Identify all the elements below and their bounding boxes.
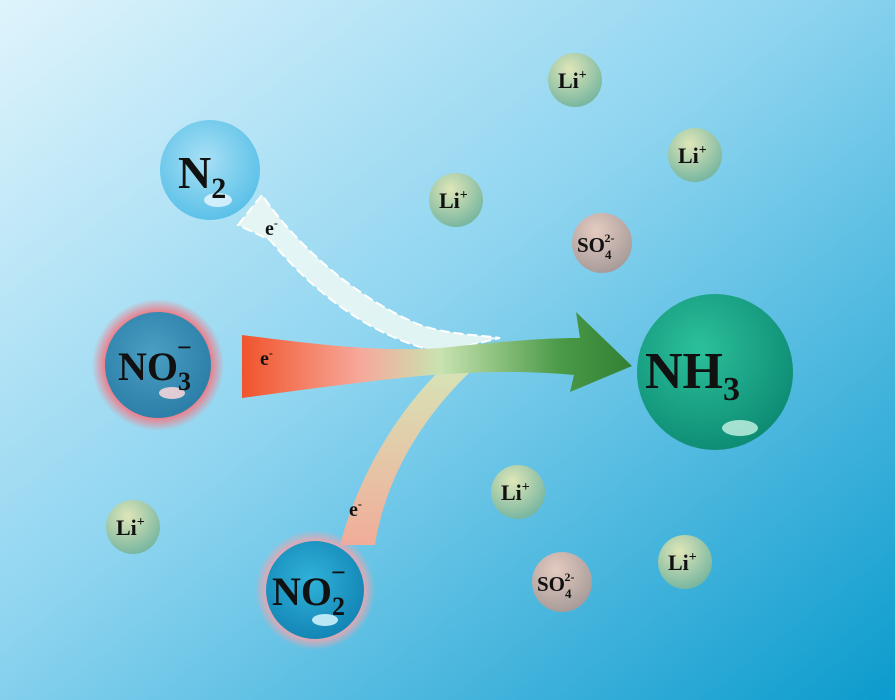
- sulfate-ion: SO42-: [572, 213, 632, 273]
- svg-text:e-: e-: [349, 497, 362, 521]
- svg-text:Li+: Li+: [439, 188, 468, 213]
- svg-text:SO42-: SO42-: [577, 231, 615, 262]
- svg-text:Li+: Li+: [501, 480, 530, 505]
- no2-molecule: NO2−: [255, 530, 375, 650]
- no3-molecule: NO3−: [92, 299, 224, 431]
- svg-text:Li+: Li+: [678, 143, 707, 168]
- nh3-molecule: NH3: [637, 294, 793, 450]
- n2-pathway-arrow: [236, 193, 501, 354]
- li-ion: Li+: [658, 535, 712, 589]
- electron-label-no3: e-: [260, 346, 273, 370]
- n2-molecule: N2: [160, 120, 260, 220]
- svg-text:e-: e-: [265, 216, 278, 240]
- sulfate-ion: SO42-: [532, 552, 592, 612]
- svg-text:Li+: Li+: [116, 515, 145, 540]
- svg-text:e-: e-: [260, 346, 273, 370]
- svg-text:SO42-: SO42-: [537, 570, 575, 601]
- svg-text:Li+: Li+: [668, 550, 697, 575]
- svg-text:N2: N2: [178, 147, 226, 205]
- li-ion: Li+: [668, 128, 722, 182]
- main-reaction-arrow: [242, 312, 632, 398]
- li-ion: Li+: [106, 500, 160, 554]
- li-ion: Li+: [491, 465, 545, 519]
- li-ion: Li+: [429, 173, 483, 227]
- svg-text:Li+: Li+: [558, 68, 587, 93]
- svg-text:NO2−: NO2−: [272, 558, 346, 621]
- svg-text:NH3: NH3: [645, 343, 740, 408]
- electron-label-n2: e-: [265, 216, 278, 240]
- no2-pathway-arrow: [340, 370, 470, 545]
- li-ion: Li+: [548, 53, 602, 107]
- electron-label-no2: e-: [349, 497, 362, 521]
- svg-text:NO3−: NO3−: [118, 333, 192, 396]
